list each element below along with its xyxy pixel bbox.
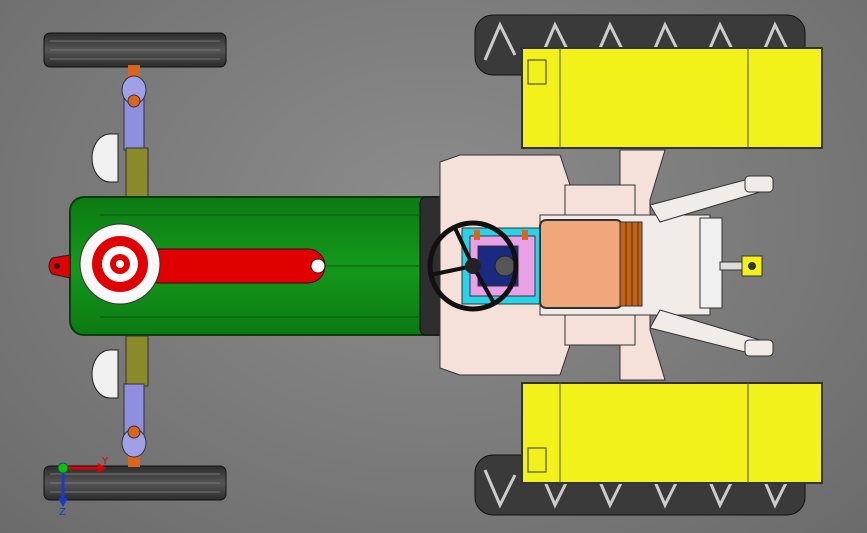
hood-stripe	[139, 248, 326, 284]
origin-icon	[57, 462, 69, 474]
tow-hook[interactable]	[48, 254, 71, 279]
rear-fender-top[interactable]	[521, 47, 823, 149]
steering-wheel[interactable]	[427, 220, 519, 312]
y-axis-label: Y	[101, 456, 109, 467]
rear-hitch[interactable]	[649, 175, 774, 357]
headlight-top[interactable]	[91, 133, 119, 183]
hood-emblem	[79, 223, 161, 305]
axis-triad: Y Z	[57, 456, 109, 518]
seat[interactable]	[539, 219, 643, 309]
front-tire-top[interactable]	[43, 32, 227, 68]
front-axle[interactable]	[121, 65, 149, 467]
z-axis-label: Z	[59, 507, 66, 518]
front-tire-bottom[interactable]	[43, 465, 227, 501]
rear-fender-bottom[interactable]	[521, 382, 823, 484]
headlight-bottom[interactable]	[91, 349, 119, 399]
